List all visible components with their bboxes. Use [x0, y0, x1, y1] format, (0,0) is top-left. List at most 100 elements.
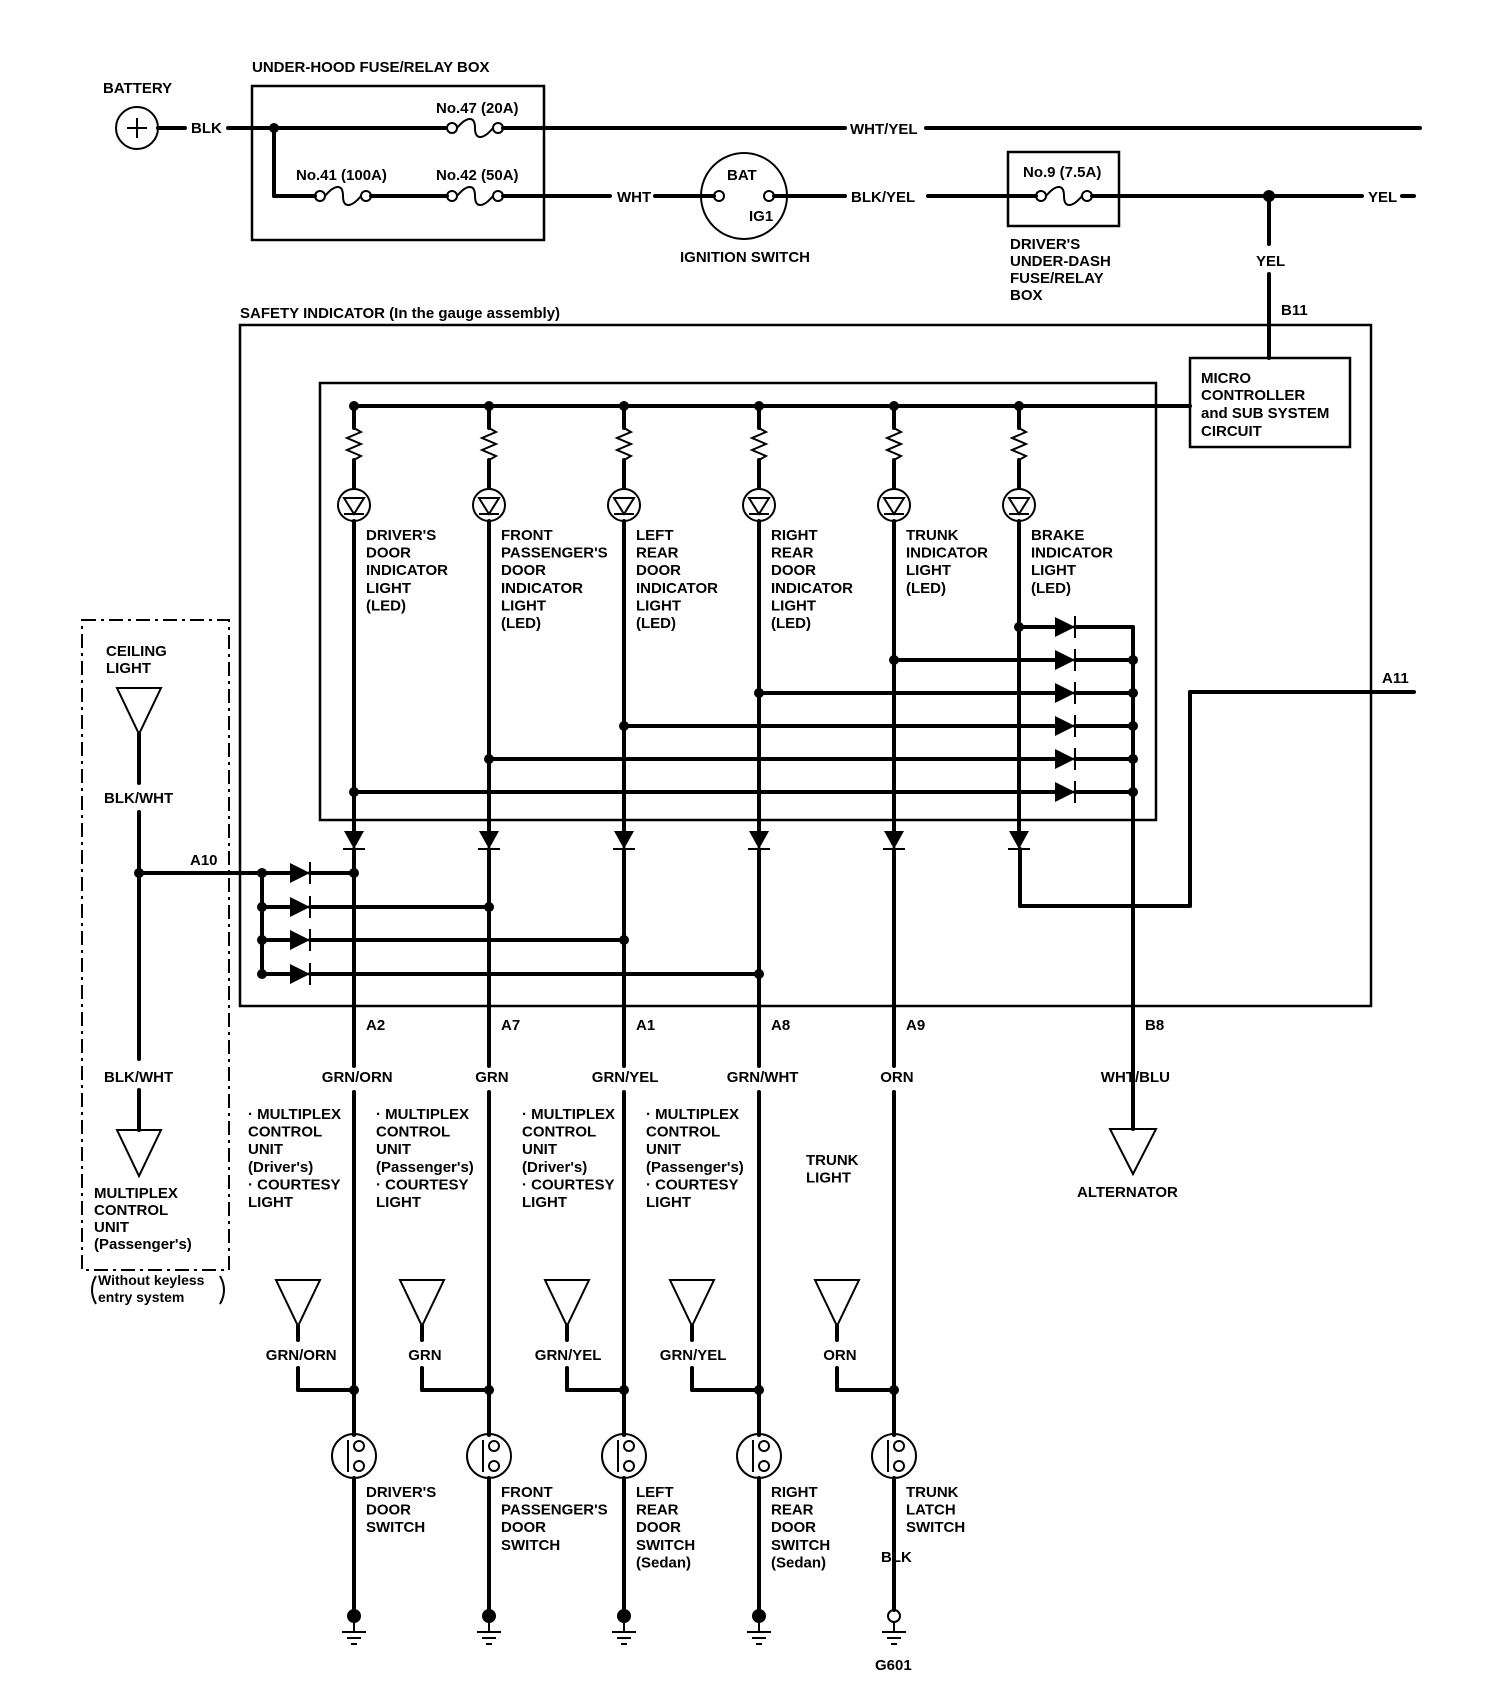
a10-diode-2 [290, 896, 311, 918]
ceiling-note-2: entry system [98, 1289, 184, 1305]
led-1 [337, 488, 371, 522]
column-diode-3 [613, 831, 635, 850]
ceiling-wire-1-label: BLK/WHT [104, 790, 173, 807]
load-2-label-3: UNIT [376, 1141, 411, 1158]
matrix-diode-3 [1055, 682, 1076, 704]
switch-4-label-5: (Sedan) [771, 1554, 826, 1571]
led-1-label-4: LIGHT [366, 580, 411, 597]
switch-1-label-1: DRIVER'S [366, 1484, 436, 1501]
safety-indicator-title: SAFETY INDICATOR (In the gauge assembly) [240, 305, 560, 322]
load-5-label-2: LIGHT [806, 1170, 851, 1187]
load-4-label-1: · MULTIPLEX [646, 1106, 739, 1123]
matrix-row-5 [484, 748, 1138, 770]
load-3-label-6: LIGHT [522, 1194, 567, 1211]
led-1-label-5: (LED) [366, 597, 406, 614]
ceiling-unit-3: UNIT [94, 1219, 129, 1236]
led-6-label-3: LIGHT [1031, 562, 1076, 579]
led-6-label-1: BRAKE [1031, 527, 1084, 544]
ignition-ig1-label: IG1 [749, 208, 773, 225]
load-2-label-1: · MULTIPLEX [376, 1106, 469, 1123]
led-2-label-6: (LED) [501, 615, 541, 632]
ceiling-light-title-1: CEILING [106, 643, 167, 660]
switch-2-label-2: PASSENGER'S [501, 1502, 608, 1519]
multiplex-passenger-symbol [115, 1129, 163, 1179]
switch-4-label-3: DOOR [771, 1519, 816, 1536]
ignition-bat-label: BAT [727, 167, 757, 184]
load-wire-label-4: GRN/YEL [660, 1347, 727, 1364]
load-4-label-2: CONTROL [646, 1124, 720, 1141]
fuse-47-label: No.47 (20A) [436, 100, 519, 117]
led-6-label-2: INDICATOR [1031, 545, 1113, 562]
resistor-6 [1009, 427, 1029, 461]
load-3-label-3: UNIT [522, 1141, 557, 1158]
under-dash-label-2: UNDER-DASH [1010, 253, 1111, 270]
micro-controller-box [1188, 356, 1352, 449]
matrix-diode-5 [1055, 748, 1076, 770]
output-wire-label-2: GRN [475, 1069, 508, 1086]
output-wire-label-3: GRN/YEL [592, 1069, 659, 1086]
led-2-label-2: PASSENGER'S [501, 545, 608, 562]
ignition-switch-label: IGNITION SWITCH [680, 249, 810, 266]
alternator-section: ALTERNATOR [1077, 1128, 1178, 1201]
load-1-label-4: (Driver's) [248, 1159, 313, 1176]
matrix-row-2 [889, 649, 1138, 671]
load-2-label-4: (Passenger's) [376, 1159, 474, 1176]
a10-diode-group [257, 862, 764, 985]
switch-3-label-2: REAR [636, 1502, 679, 1519]
led-5-label-2: INDICATOR [906, 545, 988, 562]
load-1-symbol [274, 1279, 322, 1329]
under-dash-label-3: FUSE/RELAY [1010, 270, 1104, 287]
load-4-label-4: (Passenger's) [646, 1159, 744, 1176]
wire-yel-down-label: YEL [1256, 253, 1285, 270]
pin-a8-label: A8 [771, 1017, 790, 1034]
a10-diode-1 [290, 862, 311, 884]
switch-4-label-1: RIGHT [771, 1484, 818, 1501]
load-2-label-5: · COURTESY [376, 1176, 469, 1193]
wire-blk-label: BLK [191, 120, 222, 137]
led-2-label-1: FRONT [501, 527, 553, 544]
load-3-label-1: · MULTIPLEX [522, 1106, 615, 1123]
switch-1-label-3: SWITCH [366, 1519, 425, 1536]
led-2-label-4: INDICATOR [501, 580, 583, 597]
ceiling-unit-2: CONTROL [94, 1202, 168, 1219]
load-1-label-3: UNIT [248, 1141, 283, 1158]
led-2-label-5: LIGHT [501, 597, 546, 614]
switch-2-label-1: FRONT [501, 1484, 553, 1501]
pin-a2-label: A2 [366, 1017, 385, 1034]
load-5-symbol [813, 1279, 861, 1329]
fuse-42 [446, 186, 504, 206]
led-1-label-3: INDICATOR [366, 562, 448, 579]
load-1-label-6: LIGHT [248, 1194, 293, 1211]
led-2 [472, 488, 506, 522]
a10-row-2 [257, 896, 494, 918]
matrix-row-6 [349, 781, 1138, 803]
micro-label-2: CONTROLLER [1201, 387, 1305, 404]
ground-2 [477, 1598, 501, 1645]
matrix-bus-junction-6 [1128, 787, 1138, 797]
a10-row-3 [257, 929, 629, 951]
switch-3-label-4: SWITCH [636, 1537, 695, 1554]
micro-label-1: MICRO [1201, 370, 1251, 387]
led-6 [1002, 488, 1036, 522]
led-5-label-3: LIGHT [906, 562, 951, 579]
matrix-bus-junction-2 [1128, 655, 1138, 665]
output-wire-label-1: GRN/ORN [322, 1069, 393, 1086]
load-2-label-2: CONTROL [376, 1124, 450, 1141]
load-5-label-1: TRUNK [806, 1152, 859, 1169]
led-4 [742, 488, 776, 522]
load-3-symbol [543, 1279, 591, 1329]
switch-5 [871, 1433, 917, 1479]
load-3-label-5: · COURTESY [522, 1176, 615, 1193]
matrix-diode-4 [1055, 715, 1076, 737]
fuse-47 [446, 118, 504, 138]
led-4-label-5: LIGHT [771, 597, 816, 614]
led-3-label-3: DOOR [636, 562, 681, 579]
